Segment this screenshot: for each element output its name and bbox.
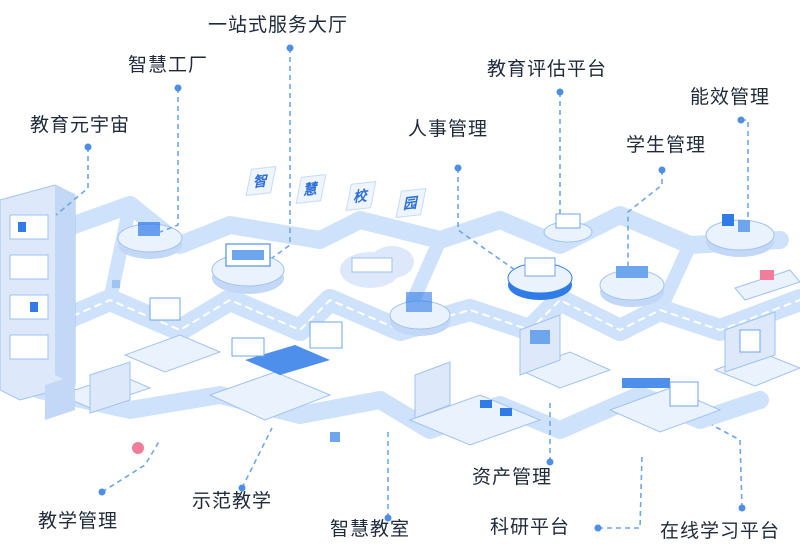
leader-renshi <box>457 168 516 271</box>
scene-service-hall <box>211 243 285 294</box>
label-education-evaluation: 教育评估平台 <box>487 58 608 80</box>
leader-zhihui-gongchang <box>159 88 179 233</box>
leader-nengxiao <box>741 119 749 218</box>
scene-evaluation <box>507 213 593 300</box>
dot-jiaoyu-pinggu <box>556 88 564 96</box>
dot-zhihui-jiaoshi <box>384 514 392 522</box>
label-hr-management: 人事管理 <box>408 118 489 140</box>
label-energy-management: 能效管理 <box>690 86 771 108</box>
dot-xuesheng <box>658 166 666 174</box>
campus-tower <box>0 184 76 401</box>
dot-jiaoxue <box>98 488 106 496</box>
leader-yizhanshi <box>271 48 291 259</box>
road-main-centerline <box>39 299 800 331</box>
road-connector-right <box>653 238 697 317</box>
label-online-learning: 在线学习平台 <box>660 520 781 542</box>
scene-cube-2 <box>112 280 120 288</box>
label-one-stop-service-hall: 一站式服务大厅 <box>208 14 349 36</box>
scene-cloud <box>340 246 414 288</box>
label-smart-classroom: 智慧教室 <box>330 518 411 540</box>
leader-shifan <box>241 427 273 489</box>
scene-hr <box>389 292 451 336</box>
dot-zaixian <box>738 504 746 512</box>
scene-research <box>608 378 722 433</box>
leader-keyan <box>598 454 643 529</box>
label-student-management: 学生管理 <box>626 134 707 156</box>
scene-demo-teaching <box>208 321 343 421</box>
dot-jiaoyu-yuanyuzhou <box>84 143 92 151</box>
label-education-metaverse: 教育元宇宙 <box>30 114 131 136</box>
scene-energy <box>705 214 800 301</box>
scene-student <box>599 266 665 307</box>
dot-yizhanshi <box>286 44 294 52</box>
label-teaching-management: 教学管理 <box>38 510 119 532</box>
leader-dots <box>84 44 746 532</box>
dot-zhihui-gongchang <box>174 84 182 92</box>
label-research-platform: 科研平台 <box>490 516 571 538</box>
scene-cube-1 <box>330 432 340 442</box>
scene-teaching-mgmt <box>45 361 152 454</box>
leader-xuesheng <box>627 170 663 268</box>
scene-smart-factory <box>117 222 183 259</box>
dot-shifan <box>238 484 246 492</box>
leader-jiaoxue <box>101 439 161 493</box>
scene-online-learning <box>713 311 800 387</box>
dot-zichan <box>546 458 554 466</box>
label-smart-factory: 智慧工厂 <box>128 54 209 76</box>
dot-nengxiao <box>737 116 745 124</box>
label-demo-teaching: 示范教学 <box>192 490 273 512</box>
leader-zaixian <box>711 424 743 509</box>
leader-jiaoyu-yuanyuzhou <box>55 147 89 216</box>
scene-platforms <box>45 213 800 454</box>
label-asset-management: 资产管理 <box>472 466 553 488</box>
scene-left-mid <box>123 297 222 373</box>
dot-renshi <box>454 164 462 172</box>
scene-smart-classroom <box>408 361 542 446</box>
scene-asset <box>518 314 612 389</box>
dot-keyan <box>594 524 602 532</box>
